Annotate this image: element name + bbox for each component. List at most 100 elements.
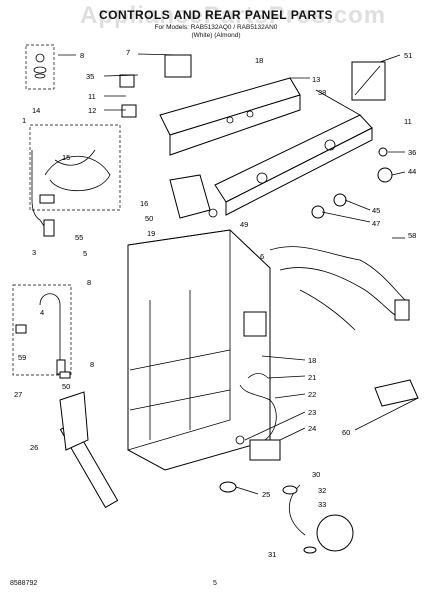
callout-8: 8: [87, 278, 91, 287]
part-27-clip: [59, 371, 71, 379]
callout-27: 27: [14, 390, 22, 399]
callout-60: 58: [408, 231, 416, 240]
part-49-screw: [208, 208, 218, 218]
part-39-trim: [225, 127, 373, 216]
part-26-bracket: [59, 391, 89, 451]
callout-9: 7: [126, 48, 130, 57]
part-10-knob: [33, 66, 47, 74]
part-10-cap: [35, 53, 45, 63]
part-18-pressure-switch: [243, 311, 267, 337]
part-30-clamp: [282, 485, 298, 495]
part-12-switch: [121, 104, 137, 118]
callout-51: 51: [404, 51, 412, 60]
watermark-logo: AppliancePartsPros.com: [80, 2, 387, 29]
leader-25: [235, 486, 259, 495]
callout-35: 35: [86, 72, 94, 81]
leader-18: [261, 355, 306, 361]
part-13-console-front: [169, 94, 301, 156]
part-39-knob-hole-2: [324, 139, 336, 151]
callout-13: 13: [312, 75, 320, 84]
part-60-harness: [269, 246, 406, 301]
callout-33: 33: [318, 500, 326, 509]
part-33-pump: [316, 514, 354, 552]
callout-10: 8: [80, 51, 84, 60]
doc-number: 8588792: [10, 580, 38, 587]
part-14-group: [29, 124, 121, 211]
callout-32: 32: [318, 486, 326, 495]
leader-23: [244, 411, 306, 441]
part-39-knob-hole-1: [256, 172, 268, 184]
callout-18: 18: [308, 356, 316, 365]
part-60-connector: [394, 299, 410, 321]
part-1-cord: [31, 150, 49, 233]
model-numbers: For Models: RAB5132AQ0 / RAB5132AN0: [154, 24, 278, 31]
callout-16: 16: [140, 199, 148, 208]
callout-26: 26: [30, 443, 38, 452]
part-13-hole-1: [226, 116, 234, 124]
part-8-drain-hose: [39, 293, 61, 360]
callout-50b: 50: [62, 382, 70, 391]
part-15-wire: [54, 149, 96, 166]
leader-21: [267, 375, 306, 379]
callout-59: 60: [342, 428, 350, 437]
callout-47: 47: [372, 219, 380, 228]
part-60-harness-branch: [279, 267, 401, 319]
callout-55: 55: [75, 233, 83, 242]
part-3-clamp: [43, 219, 55, 237]
part-21-hose-clamp: [247, 373, 269, 379]
callout-3: 3: [32, 248, 36, 257]
part-10-group: [25, 44, 55, 90]
callout-6: 6: [260, 252, 264, 261]
callout-36: 36: [408, 148, 416, 157]
callout-21: 21: [308, 373, 316, 382]
leader-35: [103, 74, 139, 77]
part-23-screw: [235, 435, 245, 445]
callout-11b: 11: [404, 117, 412, 126]
callout-31: 31: [268, 550, 276, 559]
callout-11a: 11: [88, 92, 96, 101]
callout-50a: 50: [145, 214, 153, 223]
callout-12: 12: [88, 106, 96, 115]
leader-45: [344, 199, 371, 211]
part-14-plug: [39, 194, 55, 204]
leader-59: [354, 397, 419, 431]
rear-cabinet-inner: [127, 229, 231, 451]
callout-19a: 18: [255, 56, 263, 65]
callout-5: 5: [83, 249, 87, 258]
part-8-group: [12, 284, 72, 376]
part-24-water-valve: [249, 439, 281, 461]
callout-25: 25: [262, 490, 270, 499]
callout-1: 1: [22, 116, 26, 125]
callout-23: 23: [308, 408, 316, 417]
part-31-clamp: [303, 546, 317, 554]
callout-49: 49: [240, 220, 248, 229]
leader-47: [321, 211, 371, 223]
leader-24: [279, 427, 306, 441]
part-36-knob: [378, 147, 388, 157]
callout-30: 30: [312, 470, 320, 479]
leader-44: [391, 171, 406, 176]
callout-24: 24: [308, 424, 316, 433]
callout-15: 15: [62, 153, 70, 162]
leader-9: [137, 53, 181, 56]
part-51-bracket: [351, 61, 386, 101]
page-title: CONTROLS AND REAR PANEL PARTS: [98, 8, 334, 22]
model-variants: (White) (Almond): [191, 32, 241, 39]
leader-51: [379, 54, 401, 63]
part-60-harness-lead: [299, 289, 356, 331]
cabinet-crossbar-2: [129, 389, 231, 411]
part-58-clamp: [15, 324, 27, 334]
part-22-hose: [239, 384, 277, 441]
callout-44: 44: [408, 167, 416, 176]
part-47-knob: [311, 205, 325, 219]
callout-19b: 19: [147, 229, 155, 238]
callout-38: 38: [318, 88, 326, 97]
part-14-cord: [44, 155, 111, 192]
leader-22: [274, 393, 306, 399]
callout-22: 22: [308, 390, 316, 399]
callout-4: 4: [40, 308, 44, 317]
part-13-hole-2: [246, 110, 254, 118]
part-51-brace: [354, 65, 381, 96]
part-10-seal: [34, 73, 46, 79]
